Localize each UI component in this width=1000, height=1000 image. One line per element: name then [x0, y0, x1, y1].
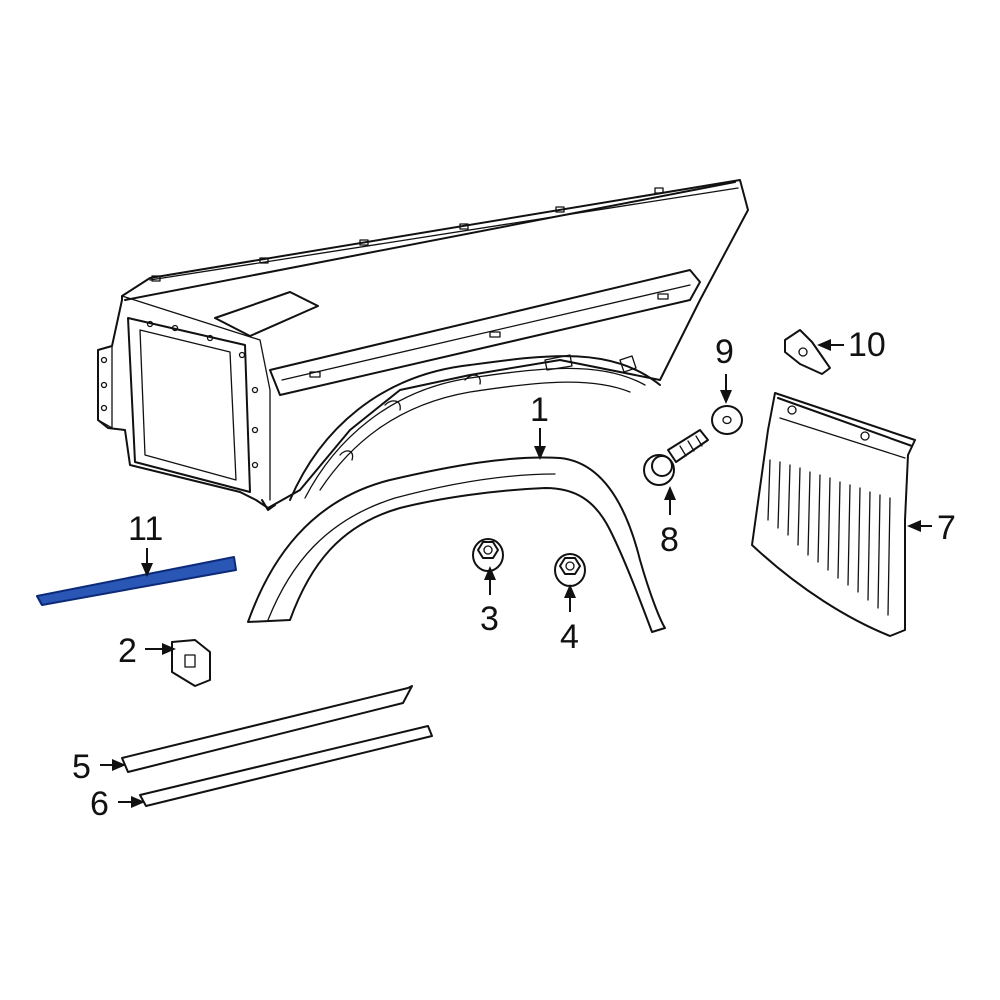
callout-9: 9: [715, 333, 734, 371]
callout-11: 11: [128, 510, 163, 548]
callout-5: 5: [72, 748, 91, 786]
part-7-mud-flap: [751, 392, 916, 637]
callout-4: 4: [560, 618, 579, 656]
part-6-molding: [139, 725, 433, 807]
part-5-molding: [121, 685, 413, 773]
fender-panel: [97, 179, 749, 511]
part-4-nut: [554, 553, 586, 587]
callout-7: 7: [937, 509, 956, 547]
callout-8: 8: [660, 521, 679, 559]
callout-arrows: [100, 339, 932, 808]
part-9-washer: [711, 405, 743, 435]
part-8-bolt: [643, 429, 709, 486]
part-1-wheel-flare: [247, 456, 666, 633]
callout-labels: 1 2 3 4 5 6 7 8 9 10 11: [72, 326, 956, 823]
part-10-bracket: [784, 329, 831, 375]
part-2-clip: [171, 639, 211, 687]
callout-10: 10: [848, 326, 886, 364]
part-11-molding-highlighted: [36, 556, 237, 606]
callout-6: 6: [90, 785, 109, 823]
callout-1: 1: [530, 391, 549, 429]
part-3-nut: [472, 538, 504, 572]
callout-3: 3: [480, 600, 499, 638]
callout-2: 2: [118, 632, 137, 670]
